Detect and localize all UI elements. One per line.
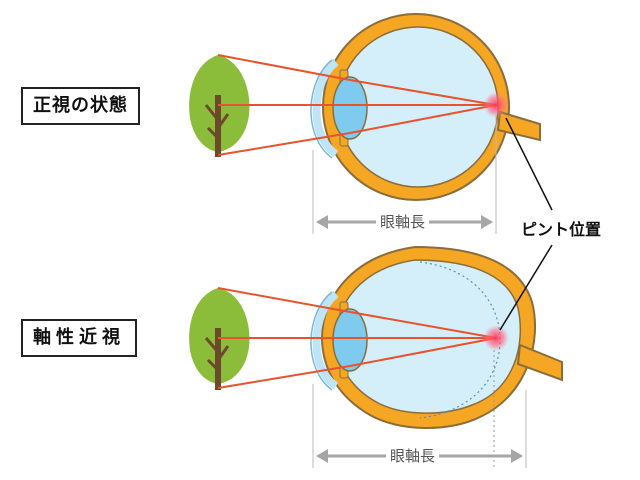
normal-eye-group	[189, 13, 541, 234]
tree-icon	[189, 55, 250, 157]
myopia-axial-length-label: 眼軸長	[386, 447, 440, 465]
myopia-eye-group	[189, 245, 563, 470]
normal-eyeball	[310, 13, 541, 201]
myopia-light-rays	[217, 287, 497, 389]
focus-callout-lines	[499, 117, 553, 331]
axial-myopia-label: 軸性近視	[21, 319, 137, 357]
normal-axial-length-label: 眼軸長	[376, 213, 430, 231]
myopia-focus-point	[483, 325, 509, 351]
normal-light-rays	[217, 54, 497, 156]
normal-focus-point	[483, 92, 509, 118]
normal-state-label: 正視の状態	[21, 87, 140, 125]
tree-icon	[189, 288, 250, 390]
focus-position-label: ピント位置	[521, 220, 602, 239]
